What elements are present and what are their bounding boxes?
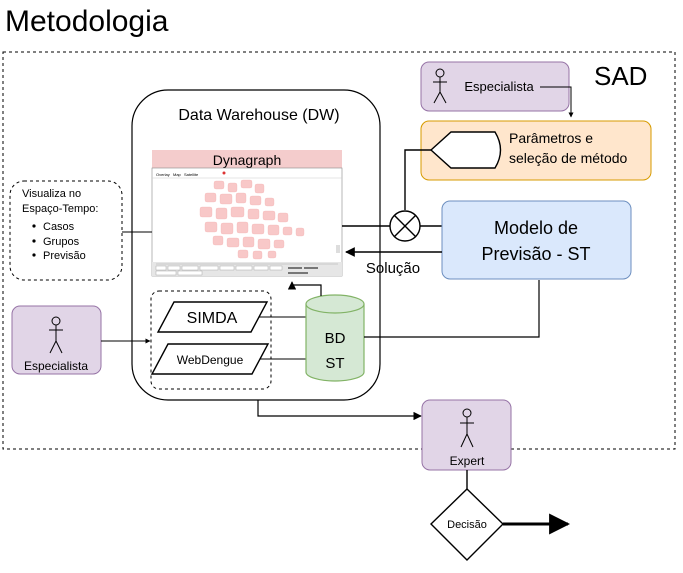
tab-map: Map [173, 172, 182, 177]
dw-to-expert-arrow [257, 400, 422, 421]
simda-source [156, 301, 269, 333]
specialist-top-icon [433, 68, 447, 104]
db-to-modelo-line [364, 280, 540, 338]
map-regions [199, 179, 305, 260]
dynagraph-label: Dynagraph [213, 152, 282, 168]
decisao-diamond [430, 488, 504, 561]
visualiza-box [9, 180, 123, 281]
webdengue-label: WebDengue [177, 353, 244, 367]
db-label-line1: BD [325, 330, 346, 347]
page-title: Metodologia [5, 5, 169, 38]
solucao-label: Solução [366, 260, 420, 277]
visualiza-item-casos: Casos [43, 221, 75, 233]
x-junction-icon [389, 210, 421, 242]
sad-container [2, 51, 676, 450]
tab-overlay: Overlay [156, 172, 170, 177]
specialist-top-label: Especialista [464, 79, 534, 94]
expert-label: Expert [450, 454, 485, 468]
dynagraph-title-bar [152, 150, 342, 168]
sources-group [150, 290, 272, 390]
modelo-line1: Modelo de [494, 218, 578, 238]
expert-icon [460, 408, 474, 448]
parametros-line1: Parâmetros e [509, 130, 593, 146]
db-to-dynagraph-arrow [287, 281, 322, 296]
sad-label: SAD [594, 61, 647, 91]
parametros-line2: seleção de método [509, 150, 628, 166]
params-to-x-line [404, 149, 431, 210]
visualiza-item-previsao: Previsão [43, 250, 86, 262]
db-label-line2: ST [325, 355, 344, 372]
tab-satellite: Satellite [184, 172, 199, 177]
data-warehouse-title: Data Warehouse (DW) [178, 107, 339, 124]
specialist-to-params-arrow [540, 86, 574, 118]
decisao-label: Decisão [447, 519, 487, 531]
specialist-left-icon [49, 316, 63, 354]
specialist-left-label: Especialista [24, 359, 88, 373]
db-st-cylinder [305, 294, 365, 382]
visualiza-line1: Visualiza no [22, 188, 81, 200]
webdengue-source [150, 343, 270, 375]
modelo-box [441, 200, 632, 280]
display-shape [429, 131, 502, 169]
dynagraph-screenshot: Dynagraph Overlay Map Satellite [151, 150, 343, 277]
visualiza-item-grupos: Grupos [43, 236, 80, 248]
simda-label: SIMDA [187, 310, 238, 327]
modelo-line2: Previsão - ST [481, 244, 590, 264]
visualiza-line2: Espaço-Tempo: [22, 203, 98, 215]
